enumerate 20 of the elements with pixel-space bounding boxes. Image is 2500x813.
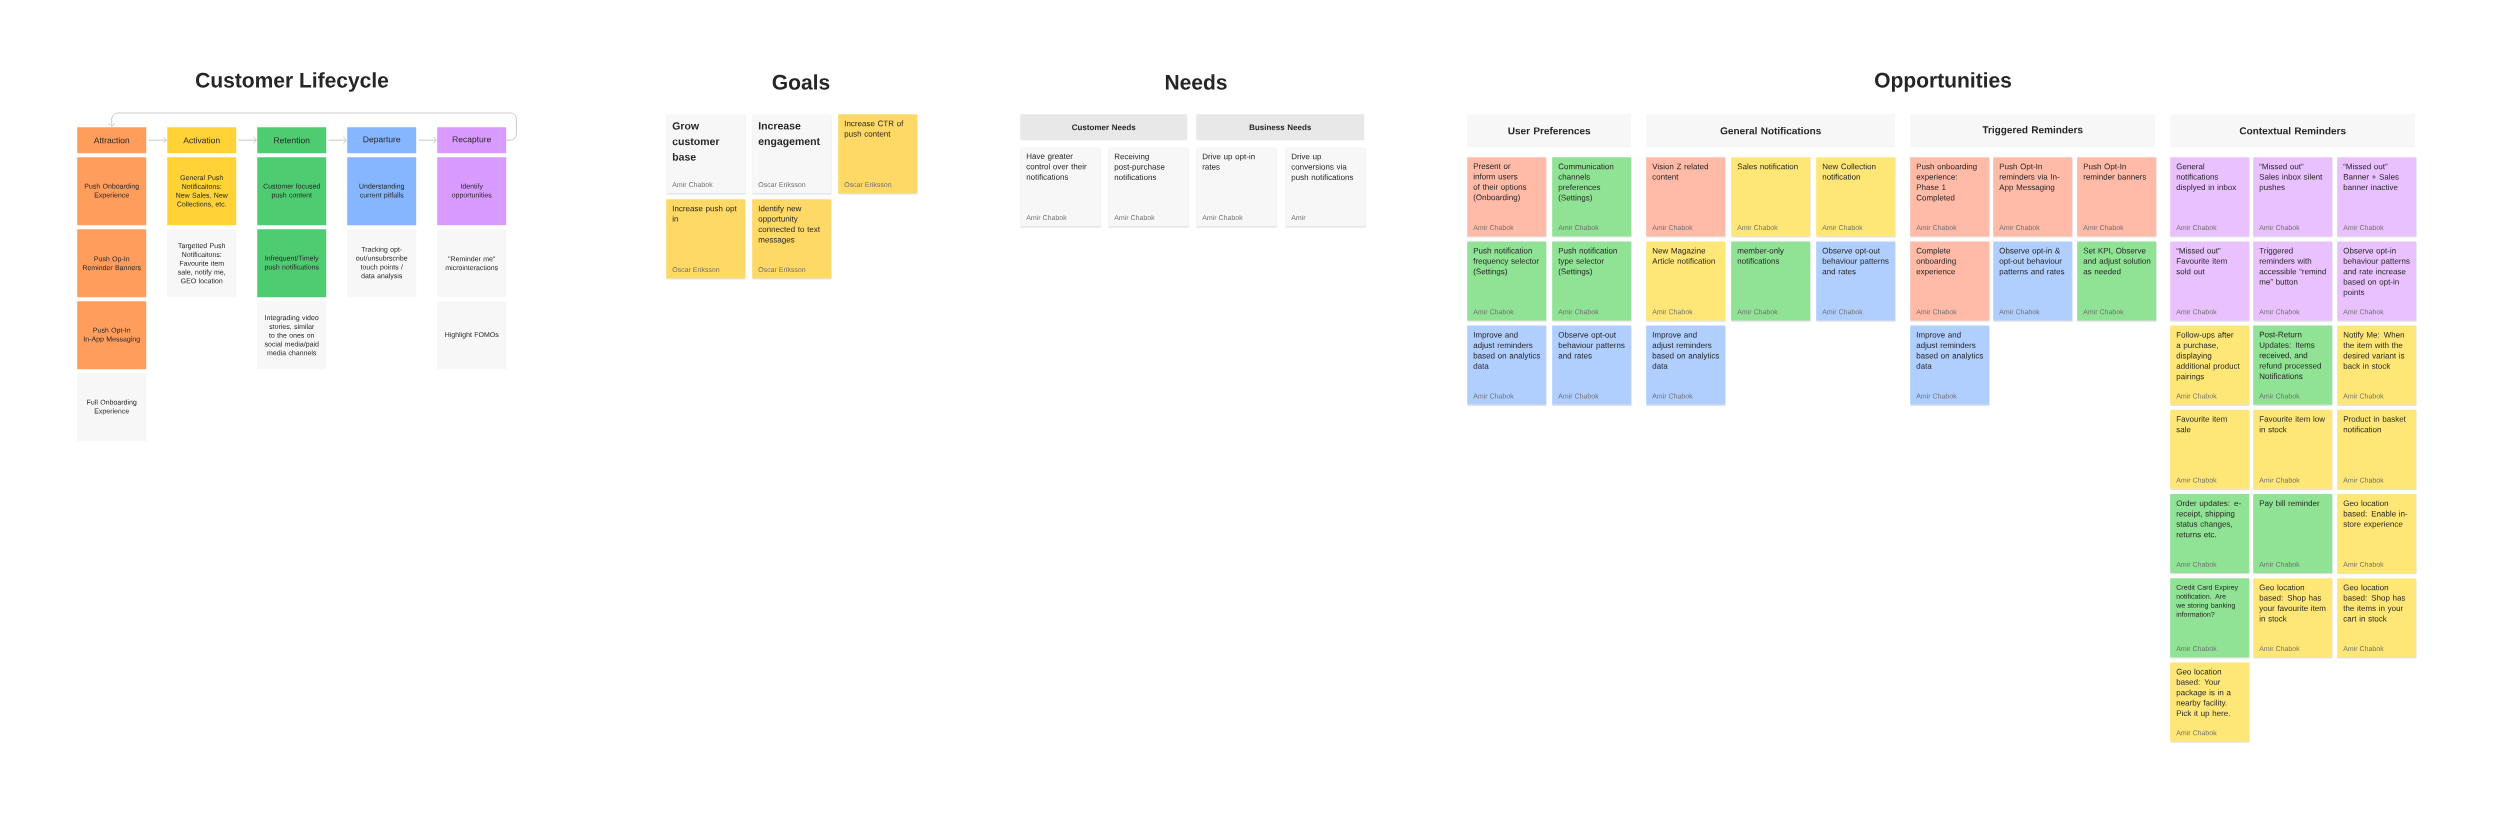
stage-box: Retention: [257, 127, 327, 154]
arrow: [328, 136, 347, 144]
section-title: Opportunities: [1875, 72, 2011, 92]
section-title: Needs: [1165, 74, 1227, 90]
arrow: [108, 112, 517, 141]
column-header: Contextual Reminders: [2170, 114, 2416, 148]
arrow: [418, 136, 437, 144]
column-header: Triggered Reminders: [1910, 114, 2156, 148]
arrow: [238, 136, 257, 144]
column-header: General Notifications: [1646, 114, 1896, 148]
stage-box: Recapture: [437, 127, 507, 154]
section-title: Customer Lifecycle: [196, 72, 389, 92]
stage-box: Attraction: [77, 127, 147, 154]
arrow: [148, 136, 167, 144]
column-header: Business Needs: [1196, 114, 1365, 141]
column-header: Customer Needs: [1020, 114, 1188, 141]
section-title: Goals: [772, 74, 830, 90]
stage-box: Departure: [347, 127, 417, 154]
stage-box: Activation: [167, 127, 237, 154]
column-header: User Preferences: [1467, 114, 1632, 148]
